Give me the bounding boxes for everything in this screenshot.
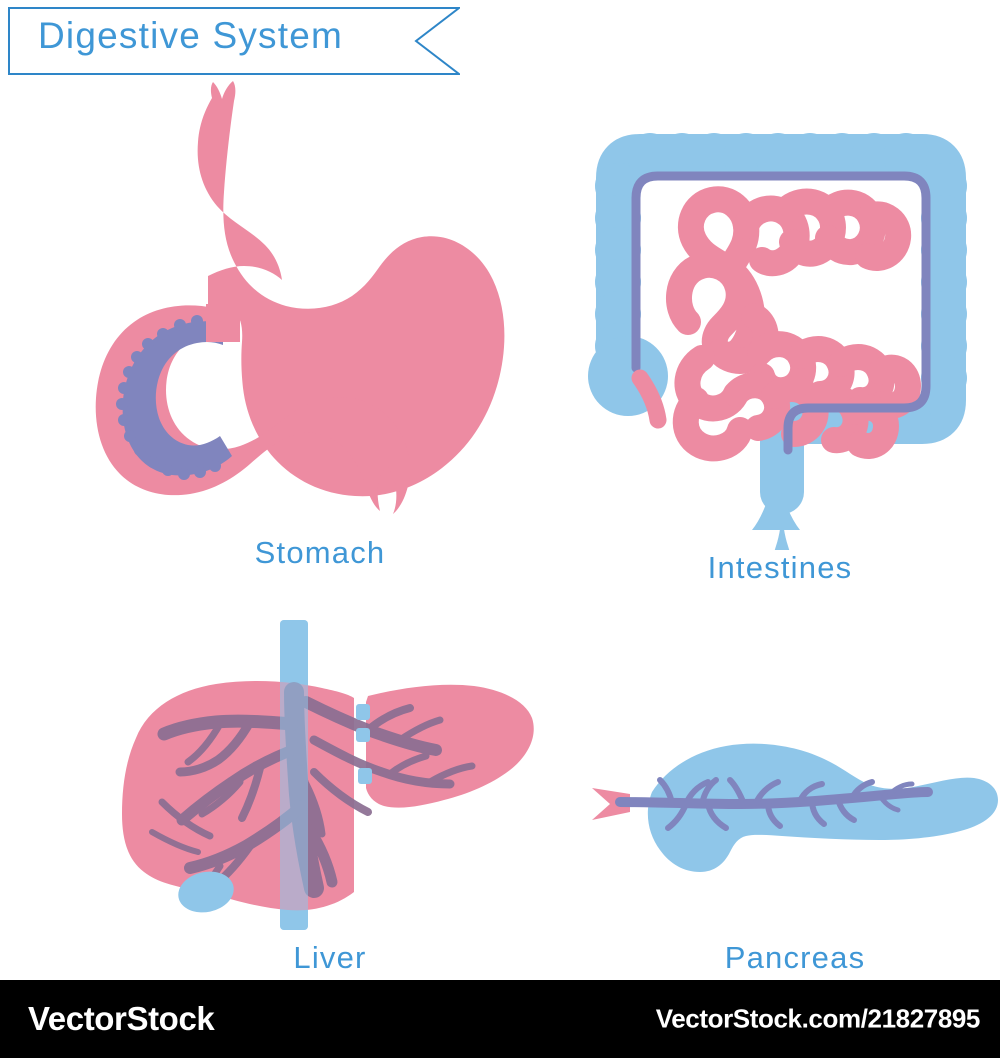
organ-panel-stomach: Stomach — [60, 80, 580, 580]
duodenal-villi-bumps — [116, 315, 221, 480]
organ-panel-intestines: Intestines — [570, 100, 990, 585]
page-title: Digestive System — [38, 15, 344, 56]
duodenal-lining-shape — [122, 321, 232, 476]
organ-panel-liver: Liver — [100, 620, 560, 990]
intestines-illustration — [588, 133, 967, 550]
footer-brand-text: VectorStock — [28, 1000, 215, 1037]
vena-cava-front-shape — [280, 620, 308, 930]
stomach-illustration — [95, 81, 505, 514]
organ-label-liver: Liver — [293, 940, 367, 975]
pancreas-tip-shape — [592, 788, 630, 820]
organ-label-pancreas: Pancreas — [724, 940, 866, 975]
gallbladder-shape — [178, 871, 234, 913]
lobe-fissure-shape — [356, 704, 372, 784]
rectum-outlet-shape — [752, 504, 800, 530]
organ-label-intestines: Intestines — [707, 550, 853, 585]
ribbon-shape-icon — [8, 7, 460, 75]
pancreatic-duct-shape — [615, 777, 933, 831]
organ-panel-pancreas: Pancreas — [590, 730, 1000, 990]
liver-left-lobe-shape — [366, 684, 534, 808]
organ-label-stomach: Stomach — [254, 535, 386, 570]
footer-url-text: VectorStock.com/21827895 — [655, 1003, 981, 1034]
pancreas-gland-shape — [647, 743, 998, 872]
watermark-footer-bar: VectorStock VectorStock.com/21827895 — [0, 980, 1000, 1058]
appendix-shape — [631, 369, 667, 429]
title-ribbon: Digestive System — [8, 7, 460, 75]
liver-illustration — [122, 620, 534, 930]
colon-duct-line — [631, 171, 931, 455]
pancreas-illustration — [592, 743, 998, 872]
